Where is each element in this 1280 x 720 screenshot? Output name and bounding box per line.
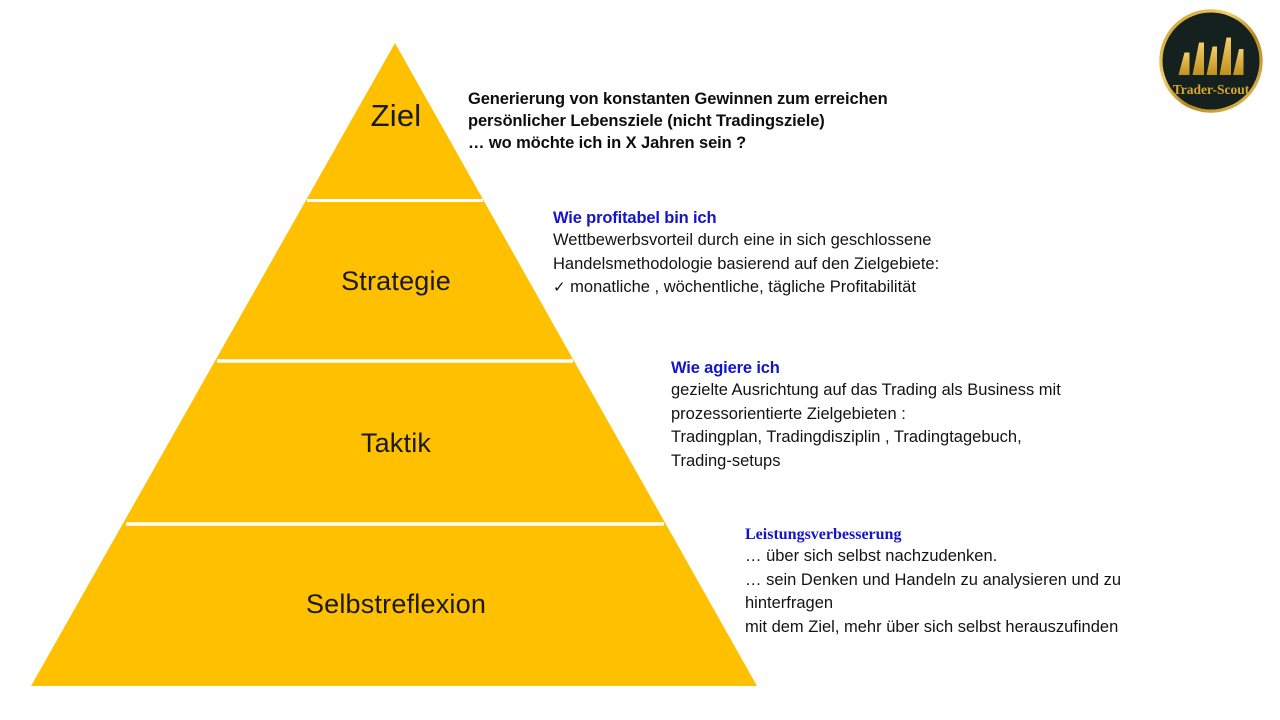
pyramid-diagram xyxy=(31,43,757,686)
annotation-block-strategie: Wie profitabel bin ich Wettbewerbsvortei… xyxy=(553,207,939,300)
annotation-strategie-line-2: Handelsmethodologie basierend auf den Zi… xyxy=(553,254,940,273)
annotation-strategie-line-1: Wettbewerbsvorteil durch eine in sich ge… xyxy=(553,231,932,249)
annotation-taktik-heading: Wie agiere ich xyxy=(671,359,780,377)
annotation-block-ziel: Generierung von konstanten Gewinnen zum … xyxy=(468,88,888,154)
logo-wordmark: Trader-Scout xyxy=(1173,82,1250,97)
annotation-selbstreflexion-line-3: hinterfragen xyxy=(745,594,834,612)
annotation-selbstreflexion-line-2: … sein Denken und Handeln zu analysieren… xyxy=(745,570,1122,589)
annotation-ziel-line-3: … wo möchte ich in X Jahren sein ? xyxy=(468,134,747,152)
annotation-strategie-check-text: monatliche , wöchentliche, tägliche Prof… xyxy=(565,278,916,296)
annotation-ziel-line-2: persönlicher Lebensziele (nicht Tradings… xyxy=(468,112,825,130)
annotation-block-selbstreflexion: Leistungsverbesserung … über sich selbst… xyxy=(745,524,1121,639)
annotation-strategie-checklist-item: ✓ monatliche , wöchentliche, tägliche Pr… xyxy=(553,276,939,300)
logo-ring xyxy=(1159,9,1263,113)
pyramid-tier-label-ziel: Ziel xyxy=(370,98,422,133)
check-icon: ✓ xyxy=(553,278,566,296)
annotation-taktik-line-4: Trading-setups xyxy=(671,451,781,470)
annotation-selbstreflexion-heading: Leistungsverbesserung xyxy=(745,526,902,543)
trader-scout-logo[interactable]: Trader-Scout xyxy=(1159,9,1263,113)
annotation-taktik-line-2: prozessorientierte Zielgebieten : xyxy=(671,404,906,423)
annotation-selbstreflexion-line-1: … über sich selbst nachzudenken. xyxy=(745,547,998,565)
annotation-block-taktik: Wie agiere ich gezielte Ausrichtung auf … xyxy=(671,357,1061,473)
annotation-ziel-line-1: Generierung von konstanten Gewinnen zum … xyxy=(468,90,888,108)
pyramid-tier-label-selbstreflexion: Selbstreflexion xyxy=(305,589,487,619)
annotation-taktik-line-3: Tradingplan, Tradingdisziplin , Tradingt… xyxy=(671,428,1022,446)
annotation-selbstreflexion-line-4: mit dem Ziel, mehr über sich selbst hera… xyxy=(745,617,1119,636)
pyramid-tier-label-strategie: Strategie xyxy=(341,266,451,296)
pyramid-tier-label-taktik: Taktik xyxy=(360,428,432,458)
annotation-strategie-heading: Wie profitabel bin ich xyxy=(553,209,717,227)
logo-skyline-bars-icon xyxy=(1178,37,1244,75)
annotation-taktik-line-1: gezielte Ausrichtung auf das Trading als… xyxy=(671,381,1061,399)
